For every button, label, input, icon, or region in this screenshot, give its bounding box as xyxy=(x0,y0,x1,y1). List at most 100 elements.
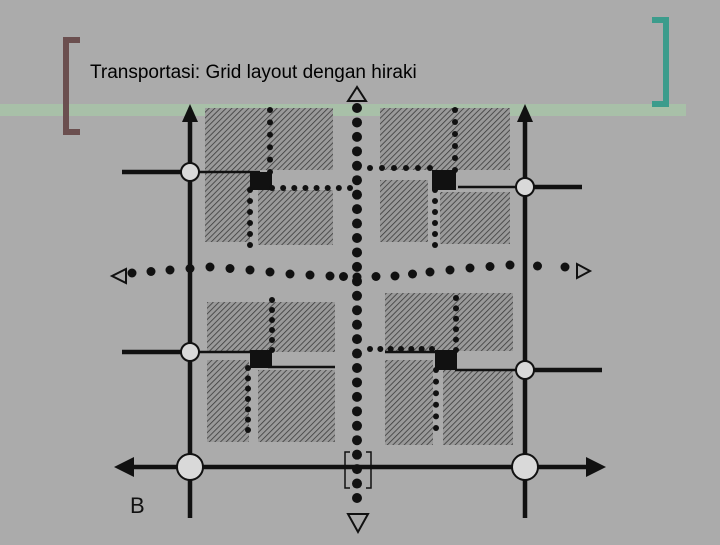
pedestrian-dot-secondary xyxy=(387,346,394,352)
pedestrian-dot-main-horizontal xyxy=(225,264,235,273)
pedestrian-dot-main-horizontal xyxy=(465,263,475,273)
pedestrian-dot-main-horizontal xyxy=(505,260,515,270)
pedestrian-dot-main-vertical xyxy=(352,131,362,142)
pedestrian-dot-secondary xyxy=(453,326,459,333)
road-arrows xyxy=(114,104,606,477)
intersection-nodes xyxy=(176,162,539,481)
parking-tl xyxy=(250,172,272,190)
pedestrian-dot-main-vertical xyxy=(352,391,362,402)
accent-bar xyxy=(0,104,686,116)
pedestrian-dot-secondary xyxy=(453,347,459,353)
pedestrian-dot-secondary xyxy=(427,165,433,171)
pedestrian-dot-secondary xyxy=(453,315,459,322)
pedestrian-entries xyxy=(109,85,593,535)
pedestrian-dot-main-vertical xyxy=(352,435,362,446)
block-bl-c xyxy=(258,370,335,442)
pedestrian-dot-secondary xyxy=(398,346,404,352)
pedestrian-dot-secondary xyxy=(267,156,273,163)
pedestrian-dot-secondary xyxy=(453,295,459,301)
pedestrian-dot-secondary xyxy=(280,185,287,191)
pedestrian-dot-secondary xyxy=(269,327,275,333)
pedestrian-dot-secondary xyxy=(403,165,409,171)
pedestrian-dot-main-horizontal xyxy=(339,272,348,281)
parking-tr xyxy=(432,170,456,190)
bracket-mark-left xyxy=(344,451,350,489)
arrow-right-bottom xyxy=(586,457,606,477)
pedestrian-dot-main-vertical xyxy=(352,189,362,200)
pedestrian-dot-main-vertical xyxy=(352,117,362,128)
right-bracket xyxy=(652,17,669,107)
pedestrian-dot-secondary xyxy=(313,185,320,191)
pedestrian-dot-main-horizontal xyxy=(390,271,400,281)
block-br-b xyxy=(385,360,433,445)
pedestrian-dot-secondary xyxy=(245,416,251,423)
pedestrian-dot-secondary xyxy=(247,187,253,193)
pedestrian-dot-main-horizontal xyxy=(325,271,335,281)
pedestrian-dot-secondary xyxy=(408,346,415,352)
block-tl-c xyxy=(258,190,333,245)
node-bottom-right xyxy=(511,453,539,481)
pedestrian-dot-secondary xyxy=(432,220,438,226)
pedestrian-dot-secondary xyxy=(247,209,253,215)
pedestrian-dot-secondary xyxy=(418,346,425,352)
bottom-bracket-marks xyxy=(344,451,372,489)
pedestrian-dot-secondary xyxy=(247,198,253,204)
pedestrian-dot-secondary xyxy=(429,346,435,352)
pedestrian-dot-main-horizontal xyxy=(371,272,381,281)
pedestrian-dot-secondary xyxy=(245,396,251,402)
entry-top xyxy=(346,85,368,102)
pedestrian-dot-secondary xyxy=(433,413,439,420)
pedestrian-dot-secondary xyxy=(367,165,373,171)
block-tr-c xyxy=(440,192,510,244)
parking-br xyxy=(435,350,457,370)
pedestrian-dot-main-vertical xyxy=(352,146,362,157)
block-bl-b xyxy=(207,360,249,442)
pedestrian-dot-main-horizontal xyxy=(305,270,315,280)
pedestrian-dot-secondary xyxy=(433,401,439,408)
pedestrian-dot-main-vertical xyxy=(352,175,362,186)
pedestrian-dot-secondary xyxy=(415,165,421,171)
pedestrian-dot-secondary xyxy=(267,131,273,138)
pedestrian-dot-secondary xyxy=(432,187,438,193)
pedestrian-dot-secondary xyxy=(452,143,458,149)
pedestrian-dot-secondary xyxy=(452,119,458,125)
pedestrian-dot-secondary xyxy=(453,336,459,343)
pedestrian-dot-secondary xyxy=(391,165,397,171)
entry-left xyxy=(109,267,127,285)
pedestrian-dot-main-vertical xyxy=(352,218,362,229)
pedestrian-dot-secondary xyxy=(379,165,385,171)
pedestrian-dot-main-vertical xyxy=(352,449,362,460)
pedestrian-dot-main-vertical xyxy=(352,334,362,345)
pedestrian-dot-secondary xyxy=(433,425,439,431)
pedestrian-dot-main-vertical xyxy=(352,247,362,258)
pedestrian-dot-main-vertical xyxy=(352,363,362,373)
pedestrian-dot-secondary xyxy=(269,307,275,313)
pedestrian-dot-secondary xyxy=(247,242,253,248)
pedestrian-dot-secondary xyxy=(267,144,273,151)
pedestrian-dot-main-horizontal xyxy=(245,265,255,275)
pedestrian-dot-main-vertical xyxy=(352,464,362,475)
pedestrian-dot-secondary xyxy=(245,365,251,371)
bracket-mark-right xyxy=(366,451,372,489)
arrow-left-bottom xyxy=(114,457,134,477)
pedestrian-dot-main-horizontal xyxy=(127,268,137,278)
pedestrian-dot-main-horizontal xyxy=(560,262,570,272)
pedestrian-dot-main-vertical xyxy=(352,348,362,359)
pedestrian-dot-secondary xyxy=(452,155,458,161)
pedestrian-paths xyxy=(127,103,570,503)
pedestrian-dot-main-vertical xyxy=(352,377,362,388)
arrow-up-left xyxy=(182,104,198,122)
pedestrian-dot-secondary xyxy=(432,231,438,237)
pedestrian-dot-main-vertical xyxy=(352,420,362,431)
block-tl-b xyxy=(205,170,250,242)
pedestrian-dot-secondary xyxy=(367,346,373,352)
pedestrian-dot-secondary xyxy=(324,185,331,191)
pedestrian-dot-main-vertical xyxy=(352,406,362,417)
parking-bl xyxy=(250,350,272,368)
pedestrian-dot-secondary xyxy=(245,427,251,433)
pedestrian-dot-main-vertical xyxy=(352,319,362,330)
block-br-a xyxy=(385,293,513,351)
pedestrian-dot-secondary xyxy=(269,317,275,323)
pedestrian-dot-secondary xyxy=(302,185,309,191)
